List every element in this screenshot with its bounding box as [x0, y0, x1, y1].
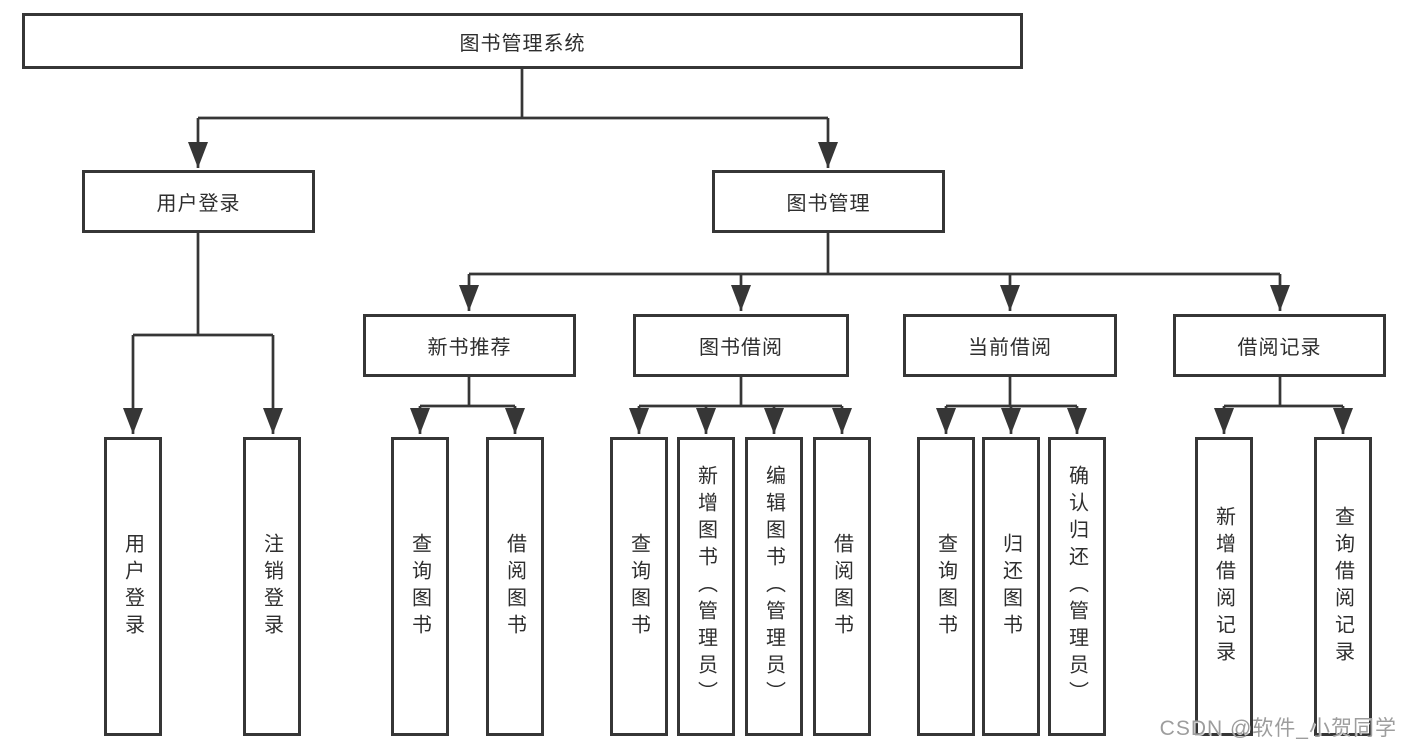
leaf-query-borrow-record: 查询借阅记录: [1314, 437, 1372, 736]
leaf-add-book-admin: 新增图书（管理员）: [677, 437, 735, 736]
leaf-query-books-current: 查询图书: [917, 437, 975, 736]
node-user-login: 用户登录: [82, 170, 315, 233]
leaf-logout: 注销登录: [243, 437, 301, 736]
node-borrowing-records: 借阅记录: [1173, 314, 1386, 377]
leaf-return-books: 归还图书: [982, 437, 1040, 736]
leaf-borrow-books-borrowing: 借阅图书: [813, 437, 871, 736]
leaf-edit-book-admin: 编辑图书（管理员）: [745, 437, 803, 736]
node-new-book-recommend: 新书推荐: [363, 314, 576, 377]
node-book-management: 图书管理: [712, 170, 945, 233]
node-current-borrowing: 当前借阅: [903, 314, 1117, 377]
leaf-borrow-books-recommend: 借阅图书: [486, 437, 544, 736]
leaf-user-login: 用户登录: [104, 437, 162, 736]
leaf-confirm-return-admin: 确认归还（管理员）: [1048, 437, 1106, 736]
leaf-query-books-borrowing: 查询图书: [610, 437, 668, 736]
node-system-root: 图书管理系统: [22, 13, 1023, 69]
node-book-borrowing: 图书借阅: [633, 314, 849, 377]
leaf-add-borrow-record: 新增借阅记录: [1195, 437, 1253, 736]
leaf-query-books-recommend: 查询图书: [391, 437, 449, 736]
csdn-watermark: CSDN @软件_小贺同学: [1159, 717, 1397, 740]
